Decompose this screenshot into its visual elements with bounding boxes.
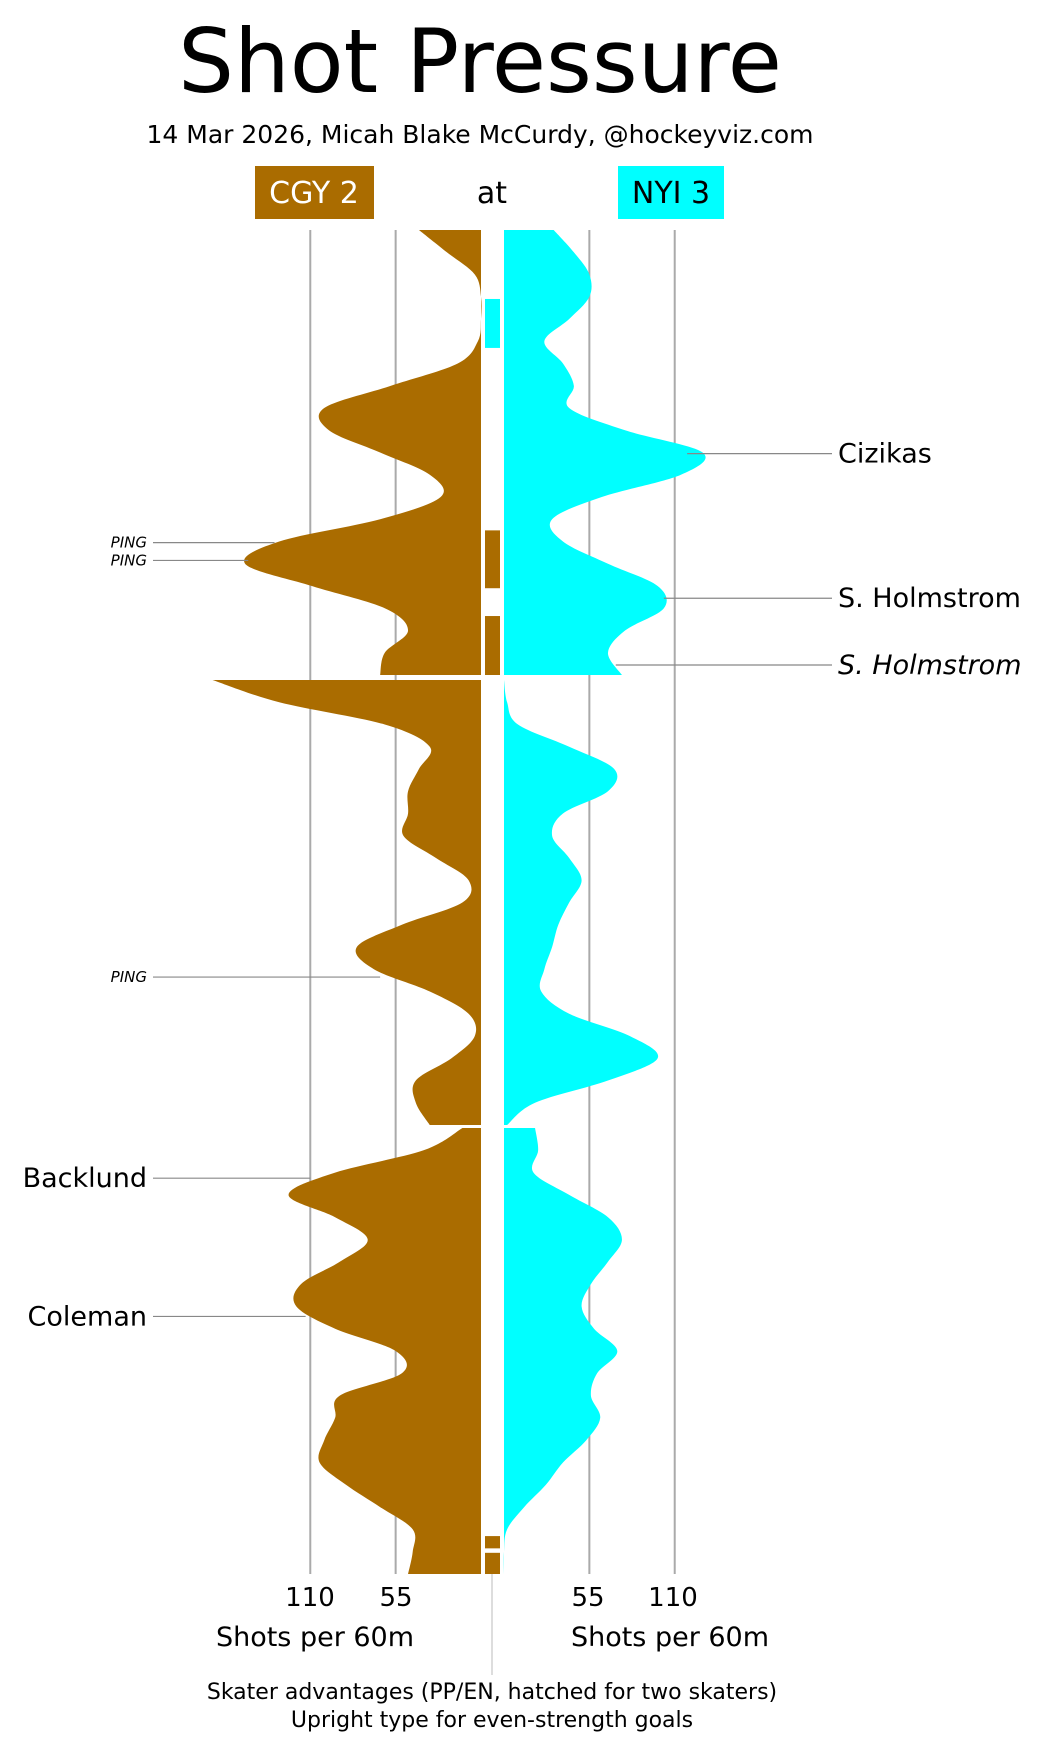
goal-label: Coleman (28, 1301, 147, 1332)
cgy-area-period-2 (212, 680, 481, 1125)
tick-left-110: 110 (285, 1583, 335, 1613)
goal-label: Cizikas (838, 439, 932, 470)
skater-advantage-bars (485, 298, 500, 1574)
goal-label: PING (111, 534, 147, 552)
cgy-area-period-3 (288, 1128, 481, 1574)
away-team-label: CGY 2 (269, 176, 359, 211)
footer-line-2: Upright type for even-strength goals (291, 1708, 693, 1733)
skater-advantage-bar (485, 1552, 500, 1574)
cgy-area-period-1 (244, 230, 482, 675)
home-team-label: NYI 3 (632, 176, 710, 211)
chart-subtitle: 14 Mar 2026, Micah Blake McCurdy, @hocke… (147, 120, 814, 149)
skater-advantage-bar (485, 530, 500, 589)
chart-title: Shot Pressure (178, 10, 782, 113)
skater-advantage-bar (485, 298, 500, 348)
goal-label: PING (111, 551, 147, 569)
nyi-area-period-1 (504, 230, 706, 675)
tick-left-55: 55 (379, 1583, 412, 1613)
xlabel-right: Shots per 60m (571, 1622, 769, 1653)
xlabel-left: Shots per 60m (216, 1622, 414, 1653)
away-team-badge (255, 166, 374, 219)
home-team-badge (618, 166, 724, 219)
at-label: at (477, 176, 507, 211)
goal-label: PING (111, 968, 147, 986)
nyi-area-period-2 (504, 680, 659, 1125)
goal-label: S. Holmstrom (838, 650, 1022, 681)
skater-advantage-bar (485, 616, 500, 675)
skater-advantage-bar (485, 1536, 500, 1549)
tick-right-55: 55 (571, 1583, 604, 1613)
goal-label: S. Holmstrom (838, 583, 1021, 614)
nyi-area-period-3 (503, 1128, 622, 1574)
goal-label: Backlund (23, 1163, 147, 1194)
tick-right-110: 110 (648, 1583, 698, 1613)
density-areas (212, 230, 706, 1574)
footer-line-1: Skater advantages (PP/EN, hatched for tw… (207, 1680, 777, 1705)
